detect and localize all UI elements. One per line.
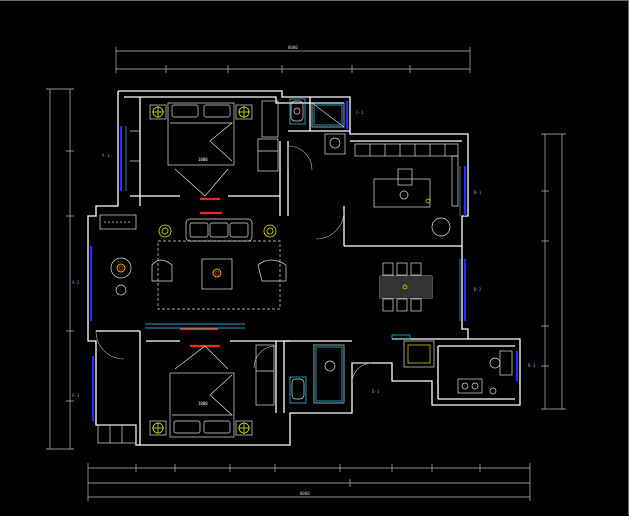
tag-right-mid: B-2 xyxy=(474,287,482,292)
walls xyxy=(87,90,521,446)
bed-top-size: 1800 xyxy=(198,157,208,162)
dining-furniture xyxy=(379,262,433,340)
top-total-dimension: 0000 xyxy=(288,45,298,50)
red-markers xyxy=(180,197,222,348)
bed-bottom xyxy=(97,344,275,444)
dimension-lines xyxy=(46,47,566,501)
study-furniture xyxy=(354,143,459,237)
tag-left-mid: A-2 xyxy=(72,280,80,285)
bed-top xyxy=(130,100,279,197)
door-swings xyxy=(95,145,373,384)
tag-right-upper: B-1 xyxy=(474,190,482,195)
tag-left-lower: A-3 xyxy=(72,393,80,398)
tag-left-upper: A-1 xyxy=(102,153,110,158)
living-furniture xyxy=(99,214,287,310)
kitchen-fixtures xyxy=(403,340,513,395)
nightstand-lamps-top xyxy=(152,106,250,118)
bed-bottom-size: 1800 xyxy=(198,401,208,406)
living-lamps xyxy=(116,224,277,278)
windows xyxy=(89,101,519,421)
top-bath-fixtures xyxy=(290,100,346,155)
nightstand-lamps-bottom xyxy=(152,422,250,434)
tag-kitchen: B-3 xyxy=(528,363,536,368)
bottom-total-dimension: 0000 xyxy=(300,491,310,496)
tag-top-bath: C-1 xyxy=(356,110,364,115)
tag-entry: D-1 xyxy=(372,389,380,394)
bottom-bath-fixtures xyxy=(291,344,345,404)
